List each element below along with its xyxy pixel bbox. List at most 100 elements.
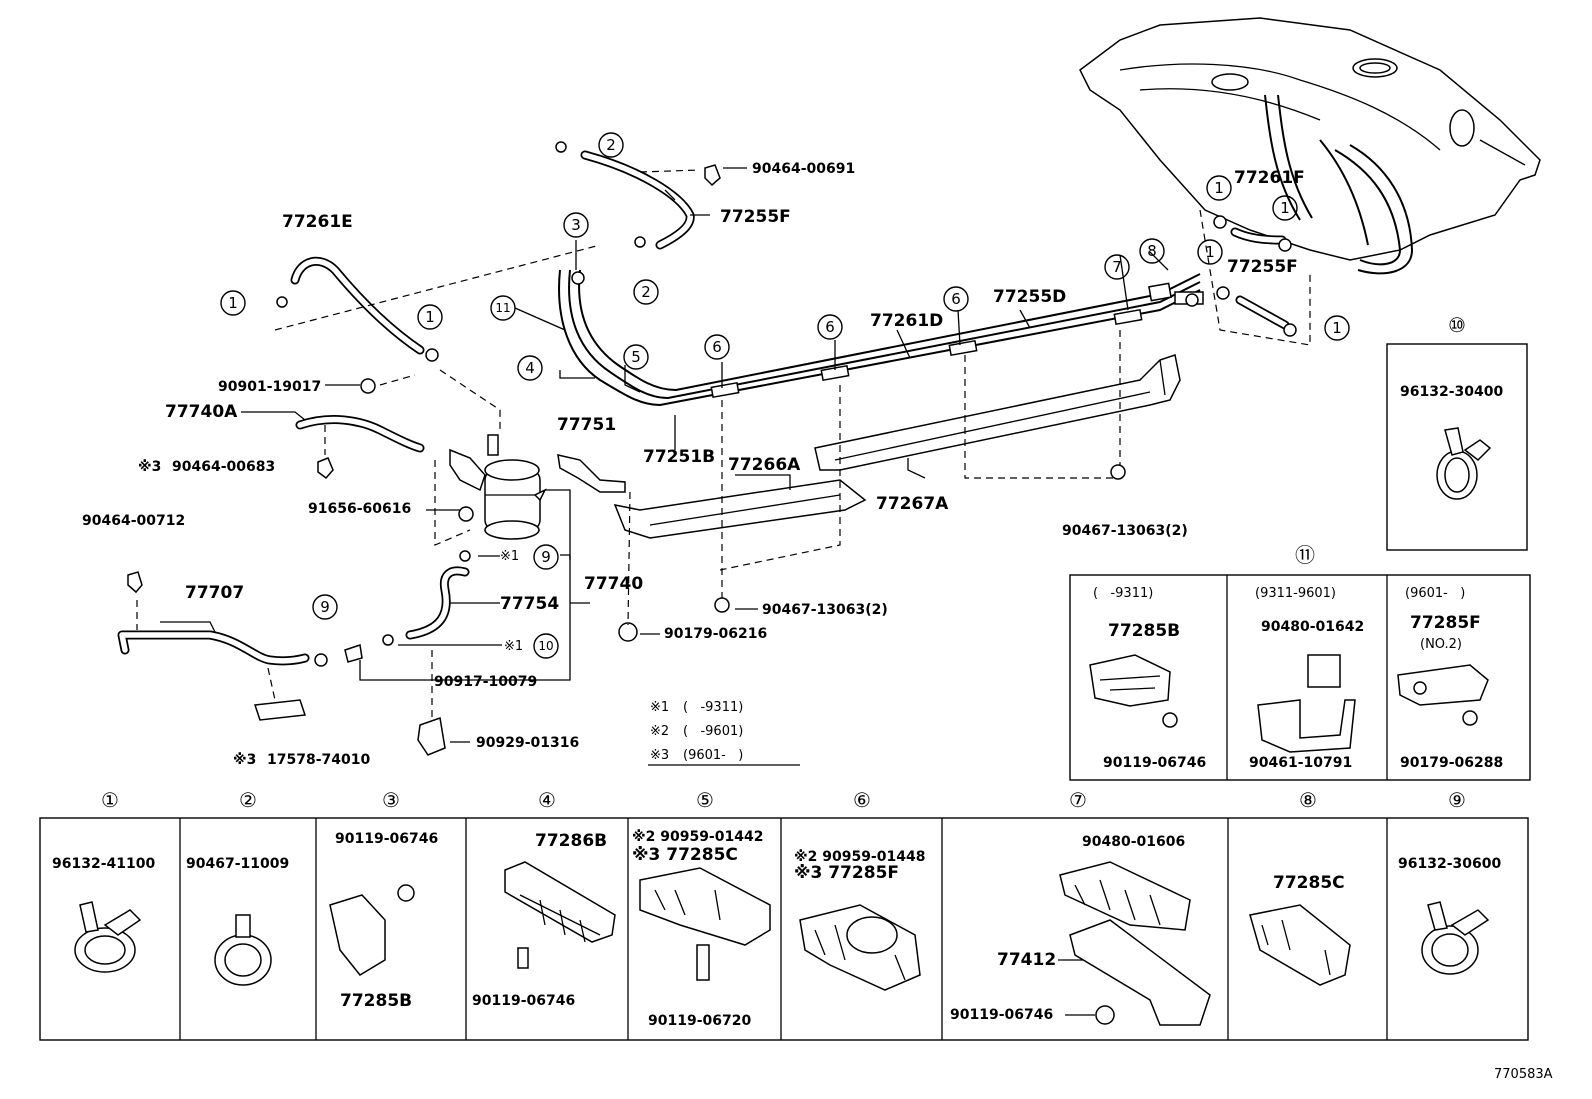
mark-1b: ※1 <box>504 639 523 654</box>
label-90901-19017[interactable]: 90901-19017 <box>218 379 321 395</box>
legend-num-5: ⑤ <box>696 788 714 812</box>
svg-text:1: 1 <box>425 308 435 326</box>
callout-1-canister[interactable]: 1 <box>417 304 443 330</box>
label-77740A[interactable]: 77740A <box>165 402 238 422</box>
legend-3-part-a[interactable]: 90119-06746 <box>335 831 438 847</box>
clip-90480-01642-icon <box>1257 654 1356 753</box>
label-77740[interactable]: 77740 <box>584 574 643 594</box>
callout-5[interactable]: 5 <box>623 344 649 370</box>
label-90464-00683[interactable]: 90464-00683 <box>172 459 275 475</box>
label-77754[interactable]: 77754 <box>500 594 559 614</box>
callout-2-top[interactable]: 2 <box>598 132 624 158</box>
callout-11[interactable]: 11 <box>490 295 516 321</box>
callout-3[interactable]: 3 <box>563 212 589 238</box>
box11-note-no2: (NO.2) <box>1420 637 1462 652</box>
clip-77285F-icon <box>1397 664 1489 726</box>
note-mark-1: ※1 <box>650 700 669 715</box>
callout-1-tank-c[interactable]: 1 <box>1197 239 1223 265</box>
callout-6-a[interactable]: 6 <box>704 334 730 360</box>
legend-2-part[interactable]: 90467-11009 <box>186 856 289 872</box>
label-77255D[interactable]: 77255D <box>993 287 1066 307</box>
mark-3b: ※3 <box>233 752 256 768</box>
label-77255F[interactable]: 77255F <box>720 207 791 227</box>
svg-text:1: 1 <box>1332 319 1342 337</box>
legend-num-7: ⑦ <box>1069 788 1087 812</box>
label-77261D[interactable]: 77261D <box>870 311 943 331</box>
label-90929-01316[interactable]: 90929-01316 <box>476 735 579 751</box>
box11-part-77285B[interactable]: 77285B <box>1108 621 1180 641</box>
legend-5-part-b[interactable]: ※3 77285C <box>632 845 738 865</box>
label-17578-74010[interactable]: 17578-74010 <box>267 752 370 768</box>
note-text-2: ( -9601) <box>683 724 743 739</box>
legend-7-part-a[interactable]: 90480-01606 <box>1082 834 1185 850</box>
label-90179-06216[interactable]: 90179-06216 <box>664 626 767 642</box>
callout-8[interactable]: 8 <box>1139 238 1165 264</box>
callout-7[interactable]: 7 <box>1104 254 1130 280</box>
svg-text:2: 2 <box>641 283 651 301</box>
box11-part-90179-06288[interactable]: 90179-06288 <box>1400 755 1503 771</box>
note-text-1: ( -9311) <box>683 700 743 715</box>
callout-1-tank-b[interactable]: 1 <box>1272 195 1298 221</box>
legend-7-part-b[interactable]: 77412 <box>997 950 1056 970</box>
label-90464-00712[interactable]: 90464-00712 <box>82 513 185 529</box>
detail-box-11: ⑪ ( -9311) 77285B 90119-06746 (9311-9601… <box>1069 543 1531 781</box>
svg-text:6: 6 <box>951 290 961 308</box>
leader-lines <box>136 167 1311 743</box>
clamp-90480-01606-icon <box>1059 861 1191 931</box>
diagram-id: 770583A <box>1494 1067 1553 1082</box>
clamp-77286B-icon <box>504 861 616 969</box>
label-77255F-right[interactable]: 77255F <box>1227 257 1298 277</box>
callout-6-c[interactable]: 6 <box>943 286 969 312</box>
label-91656-60616[interactable]: 91656-60616 <box>308 501 411 517</box>
bracket-77751 <box>557 454 626 493</box>
label-77707[interactable]: 77707 <box>185 583 244 603</box>
legend-5-part-a[interactable]: ※2 90959-01442 <box>632 829 763 845</box>
svg-text:1: 1 <box>1280 199 1290 217</box>
legend-3-part-b[interactable]: 77285B <box>340 991 412 1011</box>
legend-6-part-b[interactable]: ※3 77285F <box>794 863 899 883</box>
box11-part-90480-01642[interactable]: 90480-01642 <box>1261 619 1364 635</box>
label-77267A[interactable]: 77267A <box>876 494 949 514</box>
legend-5-part-c[interactable]: 90119-06720 <box>648 1013 751 1029</box>
callout-10-right[interactable]: 10 <box>533 633 559 659</box>
box11-part-77285F[interactable]: 77285F <box>1410 613 1481 633</box>
box10-part[interactable]: 96132-30400 <box>1400 384 1503 400</box>
legend-6-part-a[interactable]: ※2 90959-01448 <box>794 849 925 865</box>
label-90467-13063-right[interactable]: 90467-13063(2) <box>1062 523 1188 539</box>
callout-6-b[interactable]: 6 <box>817 314 843 340</box>
legend-num-1: ① <box>101 788 119 812</box>
note-mark-2: ※2 <box>650 724 669 739</box>
protector-77267A <box>814 354 1181 471</box>
label-77751[interactable]: 77751 <box>557 415 616 435</box>
label-77261E[interactable]: 77261E <box>282 212 353 232</box>
svg-text:4: 4 <box>525 359 535 377</box>
legend-4-part-a[interactable]: 77286B <box>535 831 607 851</box>
label-77266A[interactable]: 77266A <box>728 455 801 475</box>
label-90464-00691[interactable]: 90464-00691 <box>752 161 855 177</box>
label-77251B[interactable]: 77251B <box>643 447 715 467</box>
callout-4[interactable]: 4 <box>517 355 543 381</box>
legend-num-4: ④ <box>538 788 556 812</box>
clamp-77285C-small-icon <box>1249 904 1351 986</box>
label-90917-10079[interactable]: 90917-10079 <box>434 674 537 690</box>
callout-9-right[interactable]: 9 <box>533 544 559 570</box>
legend-num-6: ⑥ <box>853 788 871 812</box>
svg-text:3: 3 <box>571 216 581 234</box>
label-77261F[interactable]: 77261F <box>1234 168 1305 188</box>
legend-8-part[interactable]: 77285C <box>1273 873 1345 893</box>
box11-part-90461-10791[interactable]: 90461-10791 <box>1249 755 1352 771</box>
callout-1-tank-a[interactable]: 1 <box>1206 175 1232 201</box>
box11-part-90119-06746[interactable]: 90119-06746 <box>1103 755 1206 771</box>
callout-2-mid[interactable]: 2 <box>633 279 659 305</box>
hose-77261E <box>290 256 425 355</box>
callout-9-hose[interactable]: 9 <box>312 594 338 620</box>
callout-1-left[interactable]: 1 <box>220 290 246 316</box>
callout-1-tank-d[interactable]: 1 <box>1324 315 1350 341</box>
legend-4-part-b[interactable]: 90119-06746 <box>472 993 575 1009</box>
label-90467-13063-left[interactable]: 90467-13063(2) <box>762 602 888 618</box>
clip-77285B-icon <box>1089 654 1178 728</box>
legend-7-part-c[interactable]: 90119-06746 <box>950 1007 1053 1023</box>
legend-1-part[interactable]: 96132-41100 <box>52 856 155 872</box>
legend-9-part[interactable]: 96132-30600 <box>1398 856 1501 872</box>
